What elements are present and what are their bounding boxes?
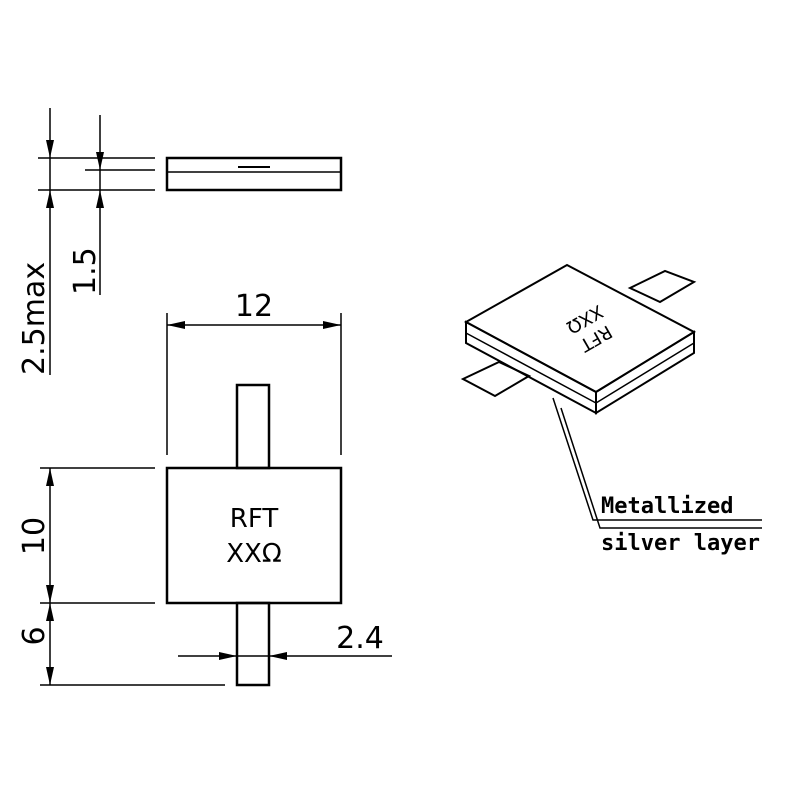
iso-silver-line-right bbox=[595, 342, 695, 404]
callout-line-1: Metallized bbox=[601, 494, 733, 519]
dim-tab-width: 2.4 bbox=[336, 621, 384, 656]
arrow-width-left bbox=[167, 321, 185, 329]
bottom-tab bbox=[235, 601, 271, 687]
marking-line-1: RFT bbox=[230, 504, 279, 534]
top-tab bbox=[235, 383, 271, 470]
dim-width: 12 bbox=[235, 289, 273, 324]
arrow-tab-length-bottom bbox=[46, 667, 54, 685]
iso-front-tab bbox=[460, 360, 532, 398]
arrow-tab-width-right bbox=[269, 652, 287, 660]
callout-line-2: silver layer bbox=[601, 531, 760, 556]
iso-body-top-face bbox=[463, 263, 697, 394]
dim-thickness-body: 1.5 bbox=[68, 247, 103, 295]
side-view: 2.5max 1.5 bbox=[17, 108, 343, 375]
arrow-thickness-body-bottom bbox=[96, 190, 104, 208]
side-view-body bbox=[165, 156, 343, 192]
iso-silver-line-front bbox=[465, 332, 597, 404]
top-view: RFT XXΩ 12 10 6 2.4 bbox=[17, 289, 392, 687]
callout-leader-inner bbox=[560, 407, 762, 529]
arrow-thickness-body-top bbox=[96, 152, 104, 170]
dim-thickness-max: 2.5max bbox=[17, 262, 52, 375]
arrow-length-top bbox=[46, 468, 54, 486]
arrow-length-bottom bbox=[46, 585, 54, 603]
resistor-body bbox=[165, 466, 343, 605]
arrow-thickness-max-top bbox=[46, 140, 54, 158]
callout-leader-outer bbox=[552, 397, 762, 521]
isometric-view: RFT XXΩ Metallized silver layer bbox=[460, 263, 762, 556]
iso-back-tab bbox=[627, 269, 697, 304]
arrow-width-right bbox=[323, 321, 341, 329]
dim-length: 10 bbox=[17, 517, 52, 555]
marking-line-2: XXΩ bbox=[226, 539, 282, 569]
arrow-thickness-max-bottom bbox=[46, 190, 54, 208]
iso-marking: RFT XXΩ bbox=[563, 300, 616, 356]
arrow-tab-width-left bbox=[219, 652, 237, 660]
dim-tab-length: 6 bbox=[17, 626, 52, 645]
arrow-tab-length-top bbox=[46, 603, 54, 621]
